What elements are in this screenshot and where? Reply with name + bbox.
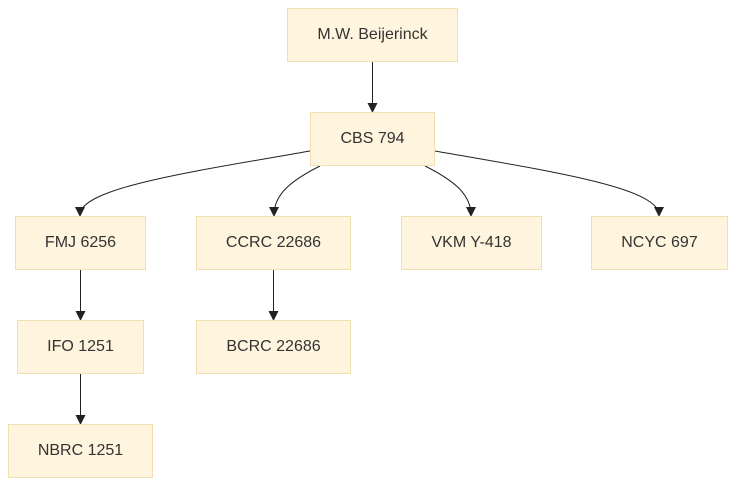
node-ifo-1251: IFO 1251 — [17, 320, 144, 374]
node-cbs-794: CBS 794 — [310, 112, 435, 166]
node-label: NBRC 1251 — [37, 442, 124, 459]
node-mw-beijerinck: M.W. Beijerinck — [287, 8, 458, 62]
node-vkm-y-418: VKM Y-418 — [401, 216, 542, 270]
node-label: NCYC 697 — [621, 234, 698, 251]
node-ncyc-697: NCYC 697 — [591, 216, 728, 270]
node-label: FMJ 6256 — [44, 234, 117, 251]
edge-cbs-794-to-fmj-6256 — [75, 150, 311, 217]
node-ccrc-22686: CCRC 22686 — [196, 216, 351, 270]
node-label: BCRC 22686 — [226, 338, 321, 355]
node-nbrc-1251: NBRC 1251 — [8, 424, 153, 478]
node-label: M.W. Beijerinck — [317, 26, 428, 43]
node-label: CCRC 22686 — [225, 234, 322, 251]
node-label: IFO 1251 — [47, 338, 114, 355]
node-fmj-6256: FMJ 6256 — [15, 216, 146, 270]
node-bcrc-22686: BCRC 22686 — [196, 320, 351, 374]
edge-cbs-794-to-vkm-y-418 — [424, 165, 476, 217]
node-label: VKM Y-418 — [431, 234, 512, 251]
edge-cbs-794-to-ncyc-697 — [434, 150, 664, 217]
edge-cbs-794-to-ccrc-22686 — [269, 165, 321, 217]
node-label: CBS 794 — [340, 130, 405, 147]
